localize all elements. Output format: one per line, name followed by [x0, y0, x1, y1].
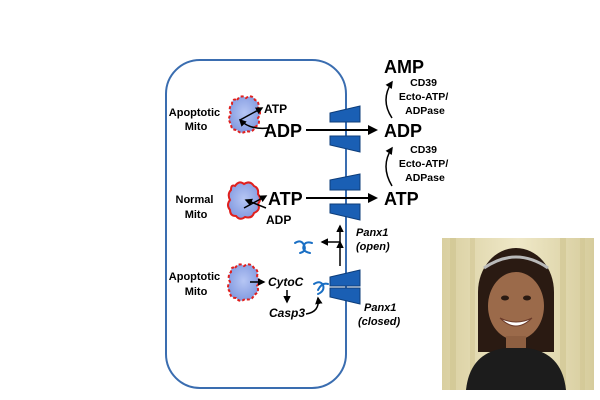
mito-atp-arrow [239, 107, 264, 121]
person-photo [442, 238, 594, 390]
adp-in-arrow [244, 198, 267, 209]
panx1-channel-middle [329, 173, 361, 221]
panx1-channel-top [329, 105, 361, 153]
panx1-closed-label: Panx1 (closed) [358, 302, 401, 328]
adp-to-mito-arrow [238, 118, 269, 130]
apoptotic-mito-top-label: Apoptotic Mito [169, 107, 223, 133]
atp-to-adp-arrow [385, 146, 393, 187]
adp-out-label: ADP [384, 121, 422, 141]
cytoc-label: CytoC [268, 275, 304, 289]
apoptotic-mito-bottom-label: Apoptotic Mito [169, 271, 223, 298]
enzyme-bottom-label: CD39 Ecto-ATP/ ADPase [399, 144, 451, 184]
atp-out-label: ATP [384, 189, 419, 209]
mito-atp-out-arrow [243, 195, 268, 209]
adp-small-label: ADP [266, 213, 291, 227]
atp-big-label: ATP [268, 189, 303, 209]
adp-big-label: ADP [264, 121, 302, 141]
casp3-to-panx1-arrow [305, 296, 323, 315]
cterminus-bound-icon [313, 281, 329, 295]
panx1-channel-closed [329, 269, 361, 305]
apoptotic-mito-top-icon [228, 95, 261, 134]
panx1-open-label: Panx1 (open) [356, 227, 391, 253]
adp-to-amp-arrow [385, 80, 393, 119]
casp3-label: Casp3 [269, 306, 305, 320]
enzyme-top-label: CD39 Ecto-ATP/ ADPase [399, 77, 451, 117]
normal-mito-label: Normal Mito [176, 194, 217, 221]
amp-label: AMP [384, 57, 424, 77]
apoptotic-mito-bottom-icon [227, 263, 260, 302]
normal-mito-icon [227, 181, 261, 220]
cell-membrane [165, 59, 347, 389]
cleaved-cterminus-icon [294, 240, 313, 254]
atp-small-label: ATP [264, 102, 287, 116]
